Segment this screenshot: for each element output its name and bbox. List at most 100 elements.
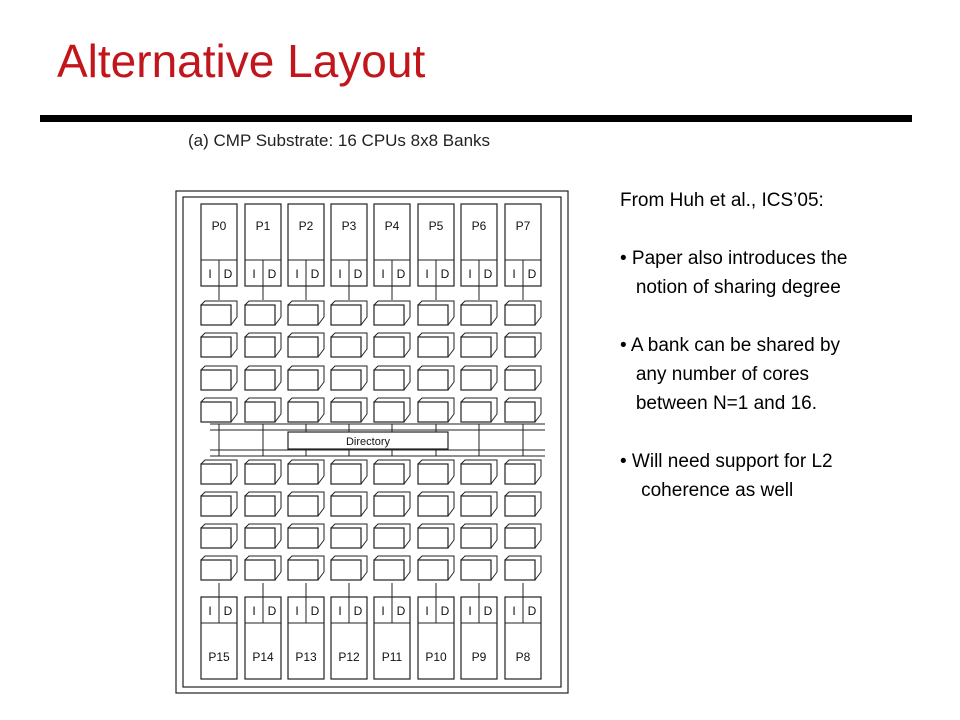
cache-bank: [287, 463, 319, 485]
title-divider: [40, 115, 912, 122]
cache-bank: [287, 304, 319, 326]
icache-label: I: [338, 267, 341, 281]
cache-bank: [504, 495, 536, 517]
cache-bank: [460, 336, 492, 358]
dcache-label: D: [311, 267, 320, 281]
cache-bank: [460, 527, 492, 549]
bank-link: [460, 523, 498, 549]
cache-bank: [330, 304, 362, 326]
cache-bank: [330, 336, 362, 358]
cache-bank: [417, 336, 449, 358]
icache-label: I: [295, 604, 298, 618]
cache-bank: [504, 336, 536, 358]
dcache-label: D: [311, 604, 320, 618]
bank-link: [287, 332, 325, 358]
bank-link: [244, 332, 282, 358]
processor-label: P5: [429, 219, 444, 233]
bank-link: [417, 397, 455, 423]
processor-label: P14: [252, 650, 274, 664]
bank-link: [504, 523, 542, 549]
dcache-label: D: [268, 267, 277, 281]
cache-bank: [330, 463, 362, 485]
bank-link: [373, 365, 411, 391]
icache-label: I: [381, 604, 384, 618]
cache-bank: [417, 527, 449, 549]
bank-link: [244, 365, 282, 391]
bank-link: [330, 300, 368, 326]
processor-label: P7: [516, 219, 531, 233]
bank-link: [417, 491, 455, 517]
bank-link: [460, 555, 498, 581]
directory-label: Directory: [346, 436, 391, 448]
cache-bank: [287, 336, 319, 358]
cache-bank: [460, 401, 492, 423]
bank-link: [287, 523, 325, 549]
cache-bank: [373, 527, 405, 549]
dcache-label: D: [484, 604, 493, 618]
bank-link: [460, 332, 498, 358]
cache-bank: [200, 495, 232, 517]
cache-bank: [330, 401, 362, 423]
cache-bank: [373, 401, 405, 423]
dcache-label: D: [528, 267, 537, 281]
cache-bank: [287, 527, 319, 549]
notes-text-block: From Huh et al., ICS’05:• Paper also int…: [620, 186, 920, 505]
cache-bank: [330, 369, 362, 391]
cache-bank: [244, 336, 276, 358]
bank-link: [200, 332, 238, 358]
cache-bank: [200, 336, 232, 358]
cache-bank: [244, 495, 276, 517]
cache-bank: [200, 559, 232, 581]
bank-link: [460, 300, 498, 326]
processor-label: P1: [256, 219, 271, 233]
bank-link: [330, 332, 368, 358]
dcache-label: D: [441, 267, 450, 281]
bank-link: [200, 459, 238, 485]
cache-bank: [287, 495, 319, 517]
bank-link: [330, 365, 368, 391]
bank-link: [417, 365, 455, 391]
cache-bank: [373, 559, 405, 581]
bank-link: [200, 523, 238, 549]
cache-bank: [200, 463, 232, 485]
bank-link: [244, 555, 282, 581]
bank-link: [244, 523, 282, 549]
icache-label: I: [468, 267, 471, 281]
processor-label: P11: [382, 650, 403, 664]
dcache-label: D: [224, 267, 233, 281]
cache-bank: [244, 369, 276, 391]
icache-label: I: [512, 604, 515, 618]
cache-bank: [244, 401, 276, 423]
cache-bank: [373, 336, 405, 358]
processor-label: P0: [212, 219, 227, 233]
cache-bank: [200, 401, 232, 423]
dcache-label: D: [484, 267, 493, 281]
processor-label: P8: [516, 650, 531, 664]
icache-label: I: [252, 267, 255, 281]
bank-link: [287, 555, 325, 581]
bank-link: [330, 491, 368, 517]
bank-link: [330, 555, 368, 581]
bank-link: [504, 397, 542, 423]
dcache-label: D: [397, 604, 406, 618]
cache-bank: [330, 527, 362, 549]
cache-bank: [373, 304, 405, 326]
icache-label: I: [208, 604, 211, 618]
bank-link: [417, 332, 455, 358]
bank-link: [287, 300, 325, 326]
bank-link: [200, 491, 238, 517]
cache-bank: [330, 495, 362, 517]
notes-line: any number of cores: [620, 364, 810, 385]
cache-bank: [460, 495, 492, 517]
icache-label: I: [252, 604, 255, 618]
bank-link: [244, 397, 282, 423]
bank-link: [504, 555, 542, 581]
processor-label: P4: [385, 219, 400, 233]
notes-spacer: [620, 215, 920, 244]
cache-bank: [244, 304, 276, 326]
bank-link: [460, 365, 498, 391]
cache-bank: [417, 304, 449, 326]
notes-line: • A bank can be shared by: [620, 335, 841, 356]
processor-label: P2: [299, 219, 314, 233]
processor-label: P6: [472, 219, 487, 233]
